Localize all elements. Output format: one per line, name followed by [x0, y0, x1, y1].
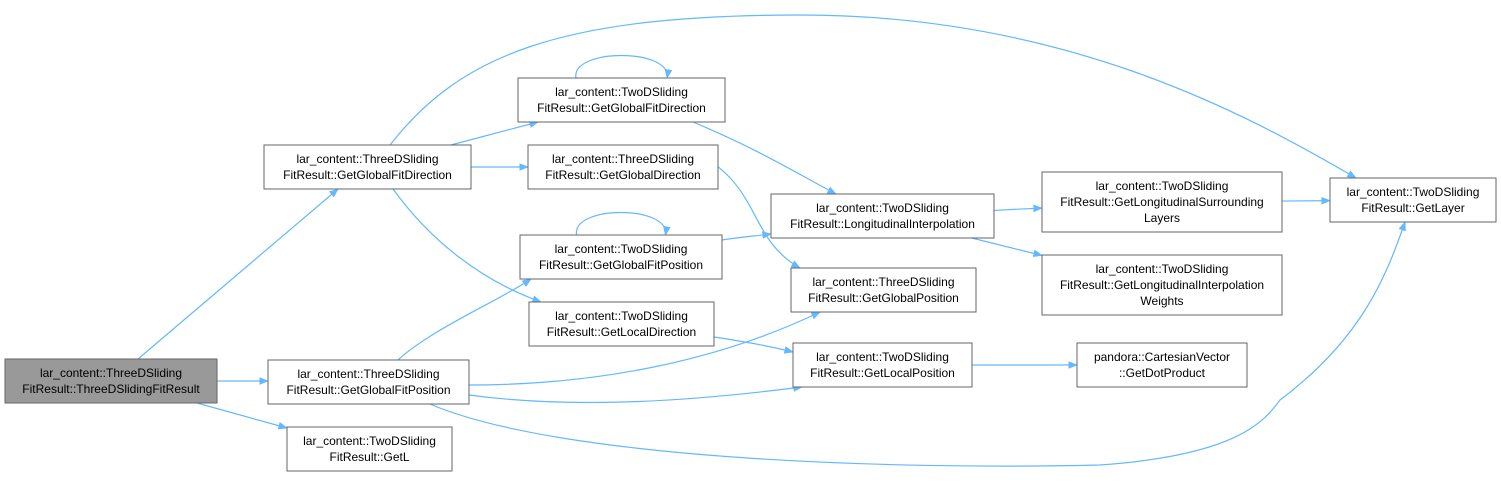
node-box	[1329, 177, 1497, 223]
edge-twoGetGlobalFitPosition-to-twoGetGlobalFitPosition	[575, 212, 671, 236]
node-label-line: lar_content::ThreeDSliding	[552, 152, 694, 166]
node-box	[517, 77, 726, 123]
node-box	[519, 234, 723, 280]
node-twoGetLocalDirection[interactable]: lar_content::TwoDSlidingFitResult::GetLo…	[528, 301, 715, 347]
node-label-line: FitResult::GetGlobalFitDirection	[537, 101, 706, 115]
node-label-line: FitResult::GetLocalDirection	[547, 325, 696, 339]
node-box	[4, 358, 218, 404]
node-twoGetLocalPosition[interactable]: lar_content::TwoDSlidingFitResult::GetLo…	[792, 342, 973, 388]
edge-root-to-tdGetGlobalFitDirection	[137, 188, 339, 360]
node-label-line: lar_content::TwoDSliding	[1096, 262, 1229, 276]
edge-tdGetGlobalFitDirection-to-twoGetGlobalFitDirection	[450, 120, 540, 146]
edge-tdGetGlobalFitPosition-to-twoGetLocalPosition	[468, 384, 803, 404]
node-label-line: FitResult::GetLayer	[1361, 201, 1464, 215]
nodes-layer: lar_content::ThreeDSlidingFitResult::Thr…	[4, 77, 1497, 472]
edge-tdGetGlobalFitDirection-to-twoGetLocalDirection	[392, 188, 542, 303]
node-box	[528, 301, 715, 347]
edge-tdGetGlobalDirection-to-tdGetGlobalPosition	[704, 157, 801, 269]
node-tdGetGlobalFitDirection[interactable]: lar_content::ThreeDSlidingFitResult::Get…	[263, 144, 472, 190]
node-tdGetGlobalFitPosition[interactable]: lar_content::ThreeDSlidingFitResult::Get…	[267, 359, 470, 405]
node-pandoraGetDotProduct[interactable]: pandora::CartesianVector::GetDotProduct	[1076, 342, 1248, 388]
node-label-line: Layers	[1144, 211, 1180, 225]
node-box	[792, 342, 973, 388]
edge-tdGetGlobalFitPosition-to-twoGetGlobalFitPosition	[397, 278, 532, 361]
node-label-line: lar_content::ThreeDSliding	[40, 366, 182, 380]
node-label-line: lar_content::ThreeDSliding	[296, 152, 438, 166]
edge-twoLongitudinalInterpolation-to-twoGetLongInterpWeights	[971, 237, 1043, 258]
node-tdGetGlobalDirection[interactable]: lar_content::ThreeDSlidingFitResult::Get…	[527, 144, 719, 190]
node-box	[1076, 342, 1248, 388]
node-box	[286, 426, 453, 472]
node-tdGetGlobalPosition[interactable]: lar_content::ThreeDSlidingFitResult::Get…	[790, 267, 977, 313]
edge-twoLongitudinalInterpolation-to-twoGetLongSurrounding	[993, 204, 1043, 213]
node-label-line: lar_content::TwoDSliding	[816, 201, 949, 215]
node-label-line: FitResult::GetGlobalPosition	[808, 291, 959, 305]
node-box	[527, 144, 719, 190]
edge-twoGetGlobalFitDirection-to-twoLongitudinalInterpolation	[692, 121, 837, 195]
node-twoGetGlobalFitPosition[interactable]: lar_content::TwoDSlidingFitResult::GetGl…	[519, 234, 723, 280]
node-label-line: lar_content::ThreeDSliding	[812, 275, 954, 289]
node-box	[1041, 171, 1283, 233]
node-twoGetLongInterpWeights[interactable]: lar_content::TwoDSlidingFitResult::GetLo…	[1041, 254, 1283, 316]
node-twoGetGlobalFitDirection[interactable]: lar_content::TwoDSlidingFitResult::GetGl…	[517, 77, 726, 123]
edge-twoGetGlobalFitDirection-to-twoGetGlobalFitDirection	[575, 55, 673, 79]
edge-twoGetLocalDirection-to-twoGetLocalPosition	[713, 336, 794, 354]
node-label-line: FitResult::ThreeDSlidingFitResult	[22, 382, 200, 396]
node-label-line: pandora::CartesianVector	[1094, 350, 1230, 364]
node-label-line: FitResult::GetGlobalDirection	[545, 168, 700, 182]
node-label-line: FitResult::GetL	[329, 450, 409, 464]
node-label-line: FitResult::GetGlobalFitPosition	[539, 258, 703, 272]
node-label-line: lar_content::TwoDSliding	[555, 242, 688, 256]
node-box	[790, 267, 977, 313]
node-label-line: FitResult::GetLongitudinalSurrounding	[1060, 195, 1263, 209]
edges-layer	[137, 14, 1406, 467]
node-label-line: Weights	[1140, 294, 1183, 308]
edge-tdGetGlobalFitDirection-to-twoGetLayer	[389, 14, 1357, 179]
node-box	[267, 359, 470, 405]
node-label-line: FitResult::GetGlobalFitPosition	[286, 383, 450, 397]
node-label-line: lar_content::TwoDSliding	[555, 309, 688, 323]
node-label-line: lar_content::TwoDSliding	[1347, 185, 1480, 199]
node-label-line: lar_content::TwoDSliding	[1096, 179, 1229, 193]
node-twoGetLayer[interactable]: lar_content::TwoDSlidingFitResult::GetLa…	[1329, 177, 1497, 223]
node-box	[770, 193, 995, 239]
edge-tdGetGlobalFitPosition-to-twoGetLayer	[429, 221, 1406, 467]
node-label-line: FitResult::GetLocalPosition	[810, 366, 955, 380]
node-label-line: FitResult::GetLongitudinalInterpolation	[1060, 278, 1264, 292]
node-label-line: lar_content::TwoDSliding	[555, 85, 688, 99]
edge-twoGetGlobalFitPosition-to-twoLongitudinalInterpolation	[721, 231, 772, 241]
node-twoLongitudinalInterpolation[interactable]: lar_content::TwoDSlidingFitResult::Longi…	[770, 193, 995, 239]
node-box	[1041, 254, 1283, 316]
node-label-line: FitResult::GetGlobalFitDirection	[283, 168, 452, 182]
edge-tdGetGlobalFitPosition-to-tdGetGlobalPosition	[468, 311, 821, 386]
node-label-line: lar_content::ThreeDSliding	[297, 367, 439, 381]
node-box	[263, 144, 472, 190]
node-label-line: lar_content::TwoDSliding	[816, 350, 949, 364]
edge-root-to-twoGetL	[196, 402, 288, 430]
node-root[interactable]: lar_content::ThreeDSlidingFitResult::Thr…	[4, 358, 218, 404]
node-twoGetLongSurrounding[interactable]: lar_content::TwoDSlidingFitResult::GetLo…	[1041, 171, 1283, 233]
node-label-line: lar_content::TwoDSliding	[303, 434, 436, 448]
node-label-line: ::GetDotProduct	[1119, 366, 1206, 380]
node-label-line: FitResult::LongitudinalInterpolation	[790, 217, 975, 231]
